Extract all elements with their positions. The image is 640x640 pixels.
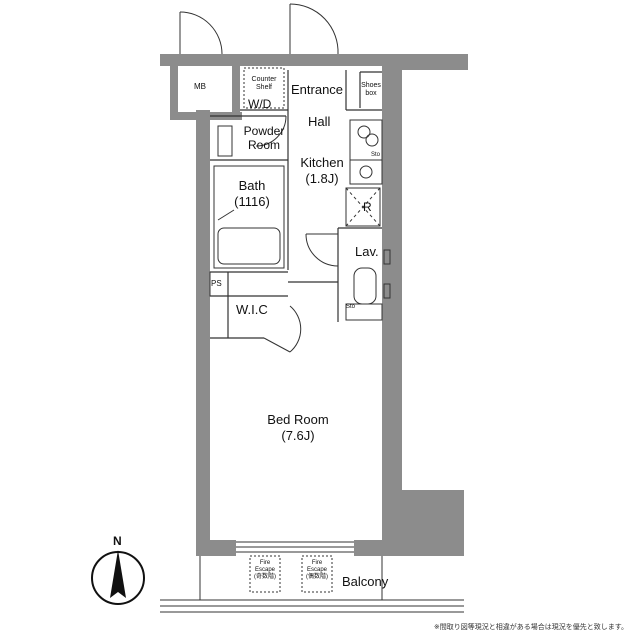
powder-room-line2: Room xyxy=(247,138,280,153)
room-label-wd: W/D xyxy=(248,97,272,111)
room-label-powder-room: Powder Room xyxy=(240,124,288,153)
room-label-mb: MB xyxy=(194,82,206,91)
counter-shelf-line2: Shelf xyxy=(256,83,272,91)
room-label-sto-lav: Sto xyxy=(346,304,356,310)
compass-north-label: N xyxy=(113,534,122,548)
bedroom-name: Bed Room xyxy=(267,412,329,427)
room-label-bedroom: Bed Room (7.6J) xyxy=(256,412,340,443)
fire-escape-odd-line1: Fire xyxy=(259,560,271,566)
room-label-bath: Bath (1116) xyxy=(226,178,278,209)
door-swings xyxy=(179,3,339,353)
room-label-shoes-box: Shoes box xyxy=(360,82,382,97)
bedroom-size: (7.6J) xyxy=(281,427,315,443)
room-label-sto-kitchen: Sto xyxy=(371,152,381,158)
fire-escape-odd-line2: Escape xyxy=(254,566,275,573)
room-label-entrance: Entrance xyxy=(291,82,344,97)
shoes-box-line2: box xyxy=(365,89,377,97)
balcony-outline xyxy=(160,556,464,613)
fire-escape-even: Fire Escape (偶数階) xyxy=(302,560,332,581)
room-label-kitchen: Kitchen (1.8J) xyxy=(296,155,348,186)
fixtures xyxy=(209,67,391,593)
room-label-wic: W.I.C xyxy=(236,302,268,317)
fire-escape-odd: Fire Escape (奇数階) xyxy=(250,560,280,581)
footer-note: ※間取り図等現況と相違がある場合は現況を優先と致します。 xyxy=(433,624,628,631)
fire-escape-even-line2: Escape xyxy=(306,566,327,573)
bath-size: (1116) xyxy=(234,193,270,209)
compass xyxy=(91,550,145,605)
fire-escape-odd-line3: (奇数階) xyxy=(254,573,276,580)
room-label-hall: Hall xyxy=(308,114,331,129)
room-label-lav: Lav. xyxy=(355,244,379,259)
refrigerator-label: R xyxy=(363,200,372,214)
exterior-walls xyxy=(160,54,468,556)
counter-shelf-line1: Counter xyxy=(251,76,277,83)
fire-escape-even-line3: (偶数階) xyxy=(306,573,328,580)
room-label-balcony: Balcony xyxy=(342,574,389,589)
fire-escape-even-line1: Fire xyxy=(311,560,323,566)
kitchen-size: (1.8J) xyxy=(305,170,339,186)
powder-room-line1: Powder xyxy=(243,124,285,138)
bath-name: Bath xyxy=(238,178,266,193)
room-label-counter-shelf: Counter Shelf xyxy=(244,76,284,91)
balcony-window xyxy=(236,541,354,553)
shoes-box-line1: Shoes xyxy=(361,82,381,89)
kitchen-name: Kitchen xyxy=(300,155,344,170)
room-label-ps: PS xyxy=(211,279,222,288)
